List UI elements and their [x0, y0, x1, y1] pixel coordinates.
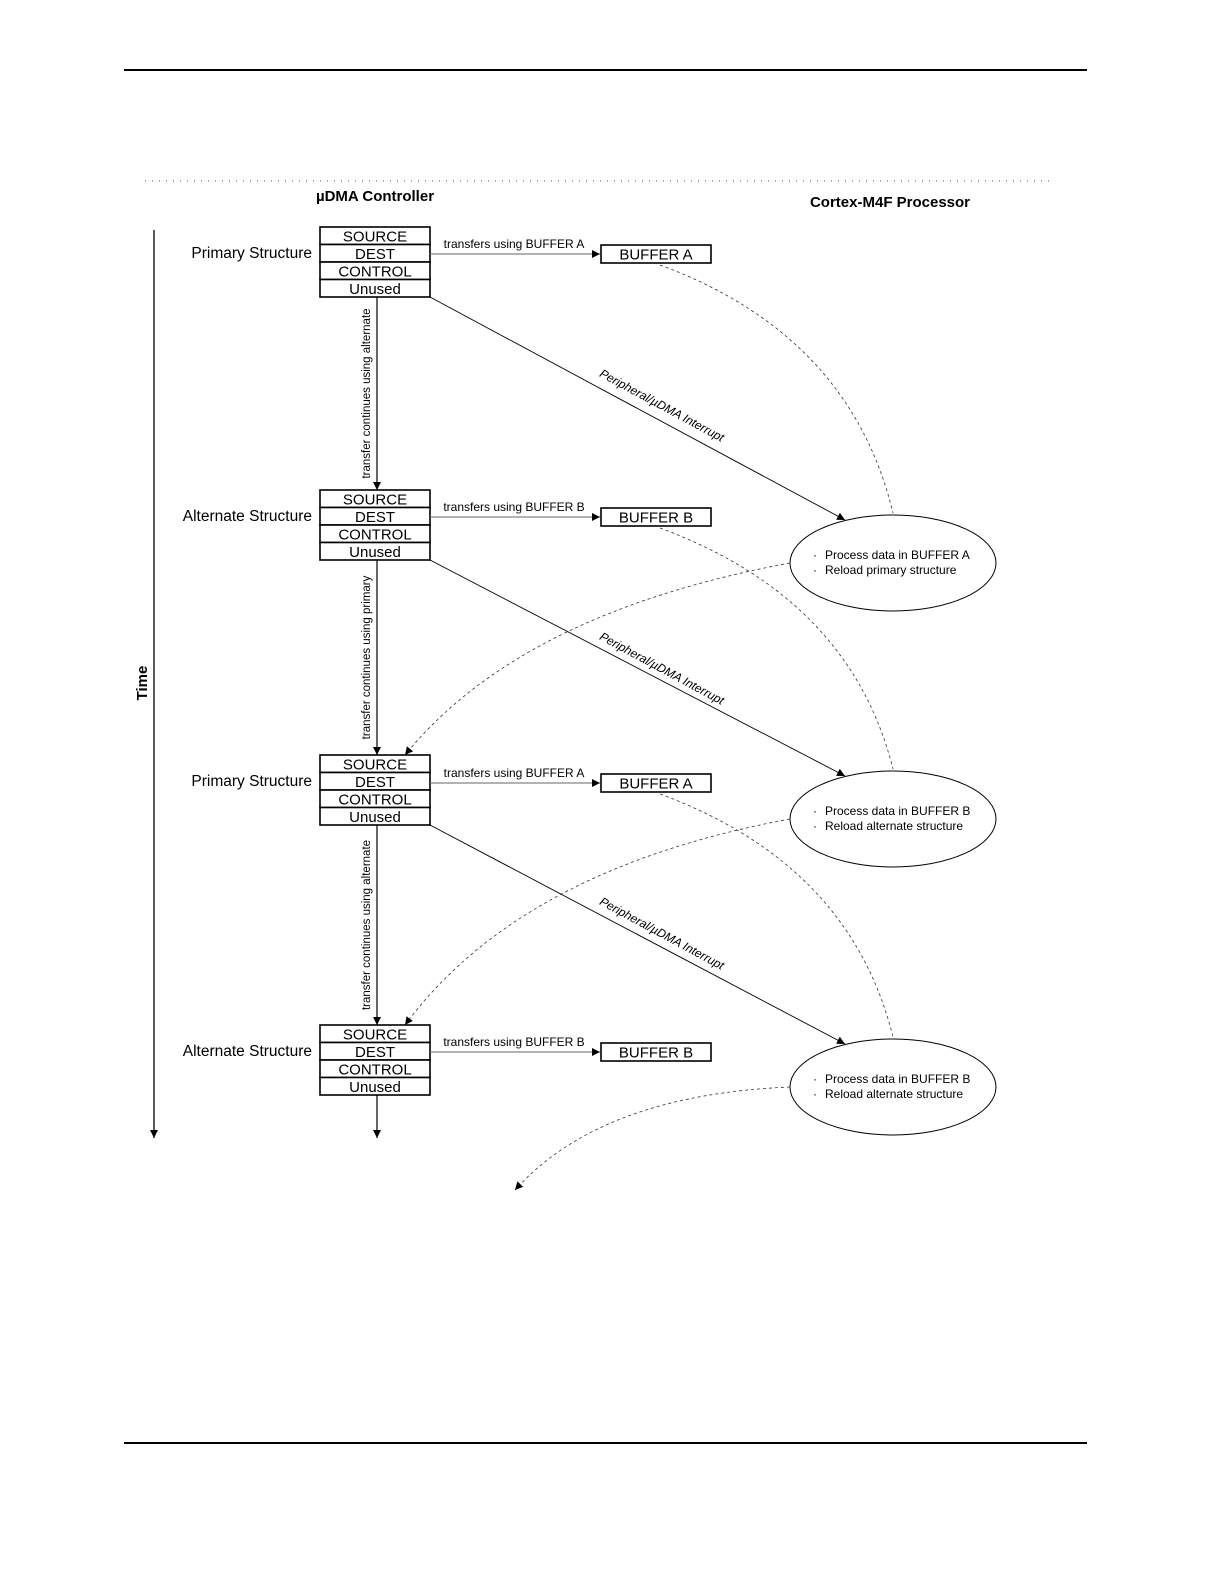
processor-task-text: Reload alternate structure	[825, 1087, 963, 1101]
processor-title: Cortex-M4F Processor	[810, 194, 970, 211]
structure-field-box	[319, 278, 431, 298]
buffer-box	[600, 507, 712, 527]
processor-task-text: Reload alternate structure	[825, 819, 963, 833]
continue-label: transfer continues using alternate	[361, 840, 373, 1010]
structure-field-dest: DEST	[355, 246, 395, 263]
interrupt-label: Peripheral/µDMA Interrupt	[597, 366, 727, 445]
structure-field-control: CONTROL	[338, 1062, 411, 1079]
processor-task-text: Reload primary structure	[825, 563, 957, 577]
transfer-label: transfers using BUFFER B	[443, 1035, 584, 1049]
task-bullet: ·	[813, 1087, 817, 1101]
structure-label: Alternate Structure	[183, 508, 312, 525]
interrupt-arrow	[429, 296, 846, 521]
structure-field-dest: DEST	[355, 1044, 395, 1061]
continue-label: transfer continues using alternate	[361, 308, 373, 478]
continue-label: transfer continues using primary	[361, 575, 373, 739]
structure-field-box	[319, 806, 431, 826]
structure-label: Primary Structure	[191, 773, 312, 790]
structure-field-control: CONTROL	[338, 792, 411, 809]
task-bullet: ·	[813, 819, 817, 833]
structure-field-dest: DEST	[355, 509, 395, 526]
structure-field-source: SOURCE	[343, 229, 407, 246]
buffer-to-processor-curve	[659, 264, 894, 514]
task-bullet: ·	[813, 1072, 817, 1086]
interrupt-arrow	[429, 559, 846, 777]
transfer-label: transfers using BUFFER A	[444, 766, 585, 780]
interrupt-arrow	[429, 824, 846, 1045]
buffer-label: BUFFER A	[619, 247, 692, 264]
interrupt-label: Peripheral/µDMA Interrupt	[597, 894, 727, 973]
transfer-label: transfers using BUFFER B	[443, 500, 584, 514]
time-label: Time	[134, 666, 151, 701]
structure-field-unused: Unused	[349, 544, 401, 561]
processor-task-text: Process data in BUFFER B	[825, 804, 970, 818]
processor-task-text: Process data in BUFFER B	[825, 1072, 970, 1086]
structure-field-source: SOURCE	[343, 492, 407, 509]
buffer-box	[600, 244, 712, 264]
structure-field-dest: DEST	[355, 774, 395, 791]
structure-field-control: CONTROL	[338, 527, 411, 544]
interrupt-label: Peripheral/µDMA Interrupt	[597, 629, 727, 708]
buffer-box	[600, 1042, 712, 1062]
structure-field-box	[319, 541, 431, 561]
structure-field-source: SOURCE	[343, 757, 407, 774]
reload-structure-curve	[404, 818, 791, 1026]
structure-label: Primary Structure	[191, 245, 312, 262]
task-bullet: ·	[813, 548, 817, 562]
structure-field-unused: Unused	[349, 1079, 401, 1096]
buffer-to-processor-curve	[659, 527, 894, 770]
buffer-label: BUFFER B	[619, 510, 693, 527]
controller-title: µDMA Controller	[316, 188, 434, 205]
processor-task-text: Process data in BUFFER A	[825, 548, 970, 562]
structure-field-control: CONTROL	[338, 264, 411, 281]
reload-structure-curve	[404, 562, 791, 756]
buffer-label: BUFFER A	[619, 776, 692, 793]
structure-field-source: SOURCE	[343, 1027, 407, 1044]
buffer-to-processor-curve	[659, 793, 894, 1038]
structure-field-unused: Unused	[349, 809, 401, 826]
reload-structure-curve	[514, 1086, 791, 1191]
buffer-box	[600, 773, 712, 793]
structure-label: Alternate Structure	[183, 1043, 312, 1060]
buffer-label: BUFFER B	[619, 1045, 693, 1062]
task-bullet: ·	[813, 563, 817, 577]
structure-field-box	[319, 1076, 431, 1096]
structure-field-unused: Unused	[349, 281, 401, 298]
task-bullet: ·	[813, 804, 817, 818]
transfer-label: transfers using BUFFER A	[444, 237, 585, 251]
